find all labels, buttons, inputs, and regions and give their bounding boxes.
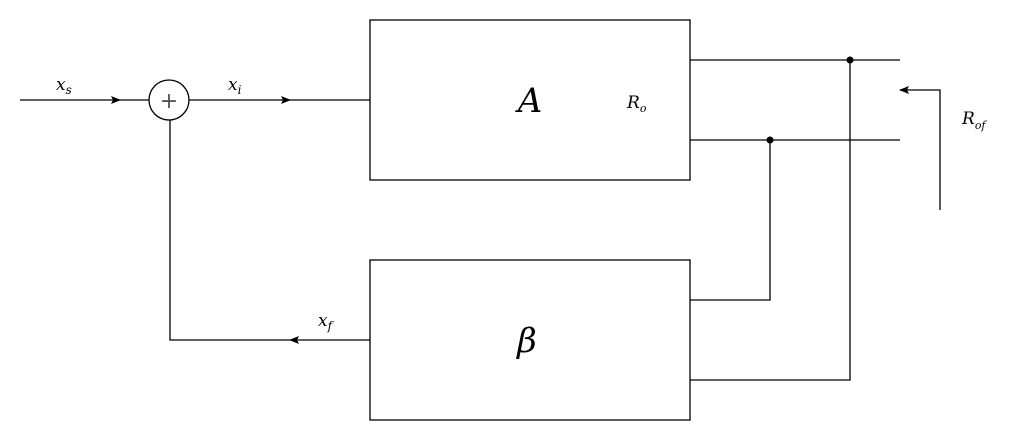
plus-sign: + — [160, 89, 178, 114]
output-resistance-label: Ro — [626, 93, 647, 115]
feedback-label: β — [515, 321, 537, 361]
feedback-return-line — [169, 120, 290, 341]
source-signal-label: xs — [56, 75, 72, 97]
amplifier-block — [369, 19, 691, 181]
feedback-signal-label: xf — [318, 311, 335, 333]
sense-line-outer — [690, 60, 851, 381]
feedback-output-resistance-label: Rof — [961, 109, 987, 132]
input-signal-label: xi — [228, 75, 242, 97]
sense-line-inner — [690, 140, 771, 301]
output-resistance-arrow — [899, 86, 941, 210]
amplifier-label: A — [515, 81, 543, 121]
